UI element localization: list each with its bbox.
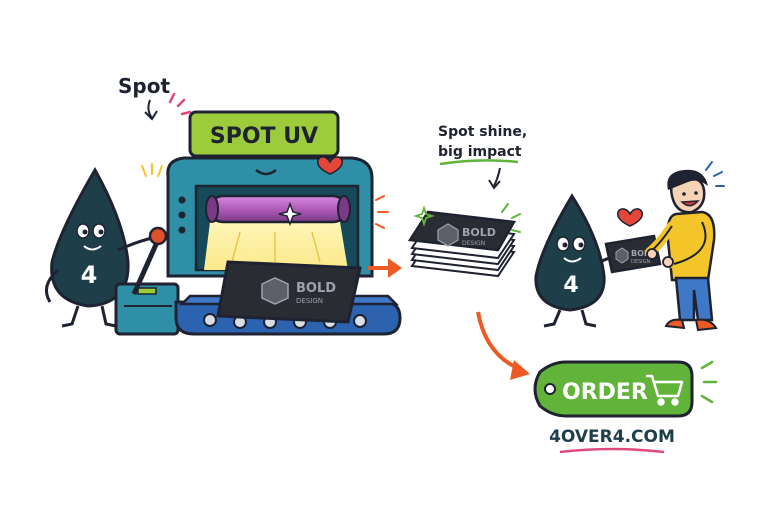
spot-arrow <box>147 99 153 119</box>
stack-hexagon-icon <box>437 223 459 247</box>
uv-roller <box>208 194 348 224</box>
machine-label: SPOT UV <box>210 124 318 149</box>
handoff-brand-bottom: DESIGN <box>631 259 651 265</box>
card-brand-bottom: DESIGN <box>296 297 323 305</box>
customer-person <box>645 161 725 332</box>
order-tag[interactable]: ORDER <box>533 360 718 418</box>
stack-sparkle-icon <box>413 205 435 227</box>
website-text[interactable]: 4OVER4.COM <box>549 427 675 447</box>
shopping-cart-icon <box>646 374 684 406</box>
sparkle-icon <box>278 201 302 227</box>
card-brand-top: BOLD <box>296 281 336 296</box>
handoff-brand-top: BOLD <box>631 249 656 258</box>
spot-uv-machine: SPOT UV BOLD <box>114 110 402 336</box>
tag-hole <box>544 383 556 395</box>
mascot-right: 4 <box>534 193 617 328</box>
mascot-left: 4 <box>44 166 153 328</box>
card-stack: BOLD DESIGN <box>407 203 521 278</box>
caption-line-2: big impact <box>438 144 522 160</box>
website-underline <box>559 447 665 454</box>
spot-arrow-head <box>144 110 158 121</box>
customer-jeans <box>674 276 714 322</box>
stack-top-card <box>407 210 517 252</box>
heart-icon <box>317 156 343 175</box>
handoff-heart-icon <box>617 208 643 227</box>
mascot-left-body <box>50 166 130 308</box>
spot-annotation: Spot <box>118 74 192 121</box>
order-arrow <box>476 311 530 380</box>
process-arrow <box>368 258 402 278</box>
caption-line-1: Spot shine, <box>438 124 527 140</box>
machine-label-plate <box>188 110 340 158</box>
caption-underline <box>439 159 519 166</box>
handoff-card: BOLD DESIGN <box>604 234 662 274</box>
order-label: ORDER <box>562 380 648 405</box>
hexagon-logo-icon <box>261 277 289 305</box>
lever-knob <box>148 226 168 246</box>
website-link[interactable]: 4OVER4.COM <box>549 427 675 454</box>
mascot-right-number: 4 <box>563 273 578 298</box>
machine-lever <box>131 238 161 296</box>
mascot-right-body <box>534 193 606 312</box>
caption-annotation: Spot shine, big impact <box>438 124 527 190</box>
spot-label: Spot <box>118 74 170 98</box>
stack-brand-bottom: DESIGN <box>462 240 485 247</box>
spot-sparkle <box>168 92 192 116</box>
business-card-in-machine: BOLD DESIGN <box>216 260 362 324</box>
customer-hair <box>667 169 708 190</box>
mascot-left-number: 4 <box>81 261 98 289</box>
stack-brand-top: BOLD <box>462 226 496 239</box>
